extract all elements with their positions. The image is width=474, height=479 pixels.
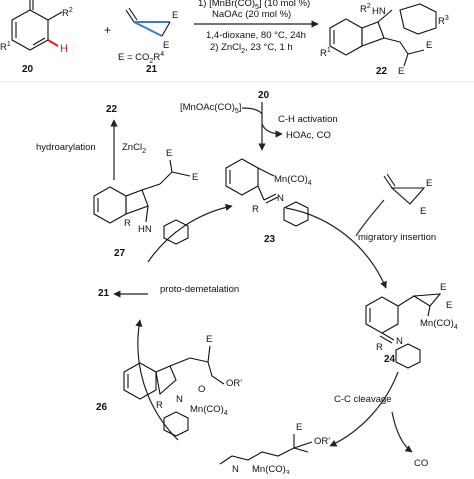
- o-label-26: O: [198, 384, 205, 395]
- structure-23: Mn(CO)4 N R 23: [225, 158, 312, 245]
- arc-27-to-23: [147, 203, 233, 263]
- n-label-24: N: [396, 336, 403, 347]
- n-label-25: N: [232, 464, 239, 474]
- e-label-22b: E: [398, 66, 404, 77]
- cycle-compound-20: 20: [258, 90, 270, 101]
- e-definition: E = CO2R4: [118, 51, 164, 65]
- byproduct-label: HOAc, CO: [286, 130, 331, 141]
- r-label-26: R: [156, 400, 163, 411]
- e-label-25a: E: [296, 422, 302, 433]
- compound-24-label: 24: [384, 354, 396, 365]
- r2-label-22: R2: [360, 3, 371, 15]
- compound-20-label: 20: [22, 64, 34, 75]
- ortho-h-label: H: [60, 43, 68, 55]
- e-label-26: E: [206, 334, 212, 345]
- hydroarylation-label: hydroarylation: [36, 142, 96, 153]
- structure-22: R2 HN R3 R1 E E 22: [320, 3, 449, 77]
- compound-26-label: 26: [96, 402, 108, 413]
- r3-label-22: R3: [438, 15, 449, 27]
- structure-27: E E HN R 27: [93, 148, 198, 259]
- structure-20: H R2 R1 20: [0, 0, 73, 75]
- n-label-26: N: [176, 394, 183, 405]
- top-reaction-scheme: H R2 R1 20 + E E E = CO2R4 21 1) [MnBr(C…: [0, 0, 449, 77]
- or-label-25: OR': [314, 436, 330, 447]
- cycle-compound-21: 21: [98, 288, 110, 299]
- mn-co4-23: Mn(CO)4: [274, 174, 312, 187]
- condition-2: NaOAc (20 mol %): [212, 9, 291, 20]
- plus-sign: +: [104, 23, 111, 37]
- e-label-24a: E: [440, 282, 446, 293]
- mn-co4-26: Mn(CO)4: [190, 404, 228, 417]
- mcp-reagent: E E: [355, 173, 432, 237]
- arc-24-to-25: [329, 371, 399, 447]
- r1-label: R1: [0, 41, 11, 53]
- hn-label-27: HN: [138, 224, 152, 235]
- e-label-mcp-b: E: [420, 206, 426, 217]
- e-label-27a: E: [166, 148, 172, 159]
- e-label-24b: E: [446, 300, 452, 311]
- byproduct-arrow: [261, 123, 283, 138]
- condition-1: 1) [MnBr(CO)5] (10 mol %): [198, 0, 310, 11]
- structure-24: E E Mn(CO)4 N R 24: [365, 282, 458, 369]
- catalyst-entry-arrow: [241, 107, 263, 115]
- mn-co4-24: Mn(CO)4: [420, 318, 458, 331]
- cc-cleavage-label: C-C cleavage: [334, 394, 392, 405]
- arc-23-to-24: [285, 207, 387, 289]
- reaction-conditions: 1) [MnBr(CO)5] (10 mol %) NaOAc (20 mol …: [194, 0, 319, 55]
- zncl2-label: ZnCl2: [122, 142, 146, 155]
- compound-27-label: 27: [114, 248, 126, 259]
- condition-4: 2) ZnCl2, 23 °C, 1 h: [210, 42, 293, 55]
- arc-26-to-27: [135, 319, 179, 441]
- structure-25: E OR' Mn(CO)3 N: [219, 422, 330, 477]
- e-label-21b: E: [163, 40, 169, 51]
- compound-22-label: 22: [376, 66, 388, 77]
- condition-3: 1,4-dioxane, 80 °C, 24h: [206, 30, 306, 41]
- structure-26: E OR' O N Mn(CO)4 R 26: [96, 334, 242, 437]
- cycle-compound-22: 22: [106, 104, 118, 115]
- catalyst-label: [MnOAc(CO)5]: [180, 102, 241, 115]
- n-label-23: N: [277, 193, 284, 204]
- r-label-23: R: [252, 204, 259, 215]
- structure-21: E E E = CO2R4 21: [118, 7, 178, 75]
- mn-co3-25: Mn(CO)3: [252, 464, 290, 474]
- e-label-21a: E: [172, 10, 178, 21]
- r-label-27: R: [124, 218, 131, 229]
- r1-label-22: R1: [320, 47, 331, 59]
- compound-23-label: 23: [264, 234, 276, 245]
- catalytic-cycle: 20 [MnOAc(CO)5] C-H activation HOAc, CO …: [36, 90, 458, 477]
- or-label-26: OR': [226, 378, 242, 389]
- r-label-24: R: [376, 342, 383, 353]
- e-label-22a: E: [426, 40, 432, 51]
- ch-activation-label: C-H activation: [278, 114, 338, 125]
- migratory-insertion-label: migratory insertion: [358, 232, 436, 243]
- proto-demetalation-label: proto-demetalation: [160, 284, 239, 295]
- e-label-mcp-a: E: [426, 178, 432, 189]
- e-label-27b: E: [192, 172, 198, 183]
- co-label: CO: [414, 458, 428, 469]
- hn-label-22: HN: [372, 6, 386, 17]
- co-release-arrow: [391, 411, 413, 453]
- r2-label: R2: [62, 7, 73, 19]
- compound-21-label: 21: [146, 64, 158, 75]
- mcp-entry-arrow: [355, 199, 385, 237]
